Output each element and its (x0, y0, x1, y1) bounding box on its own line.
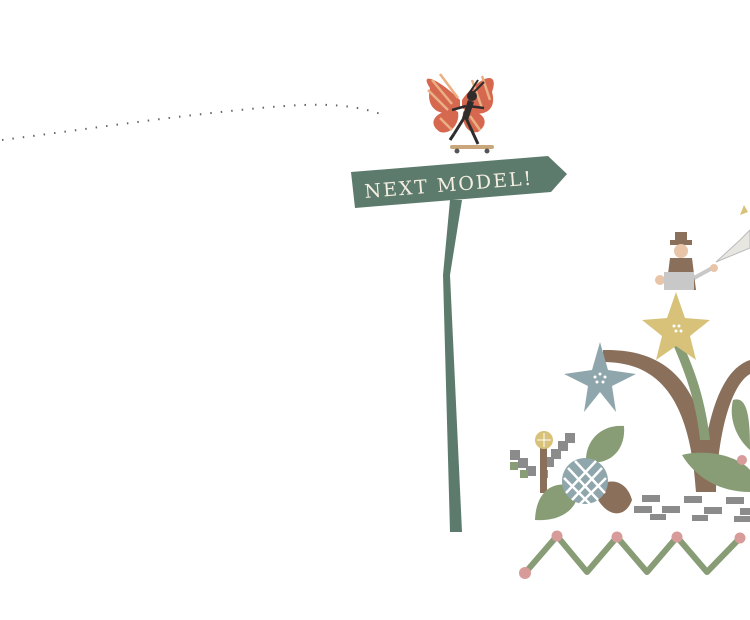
skateboard-rider-icon (448, 79, 494, 154)
garden-illustration-icon (510, 292, 750, 579)
gardener-icon (655, 205, 750, 290)
signpost-icon (351, 156, 567, 532)
dotted-trail-icon (1, 103, 387, 141)
